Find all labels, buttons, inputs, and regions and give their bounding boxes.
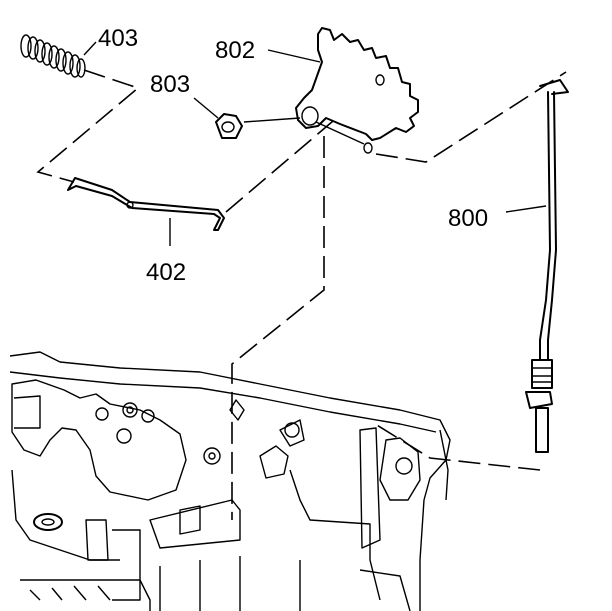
callout-800: 800 — [448, 205, 488, 232]
reference-line-downward — [231, 136, 325, 520]
callout-403: 403 — [98, 25, 138, 52]
leader-802 — [267, 49, 321, 63]
callout-803: 803 — [150, 71, 190, 98]
nut-to-bracket-line — [243, 117, 301, 123]
engine-block — [9, 351, 451, 611]
nut-803 — [215, 113, 243, 139]
leader-803 — [193, 97, 219, 119]
reference-line-bracket — [375, 71, 567, 163]
leader-800 — [505, 205, 547, 213]
callout-802: 802 — [215, 37, 255, 64]
bracket-slot-pin — [363, 142, 373, 154]
dipstick-800 — [525, 79, 569, 453]
spring-403 — [20, 34, 86, 78]
callout-402: 402 — [146, 259, 186, 286]
reference-line-rod — [225, 75, 387, 213]
bracket-802 — [295, 27, 419, 141]
rod-402 — [67, 177, 225, 231]
reference-line-dipstick — [371, 421, 541, 471]
leader-403 — [83, 41, 97, 56]
reference-line-spring — [36, 69, 140, 183]
bracket-slot-line — [315, 121, 365, 145]
